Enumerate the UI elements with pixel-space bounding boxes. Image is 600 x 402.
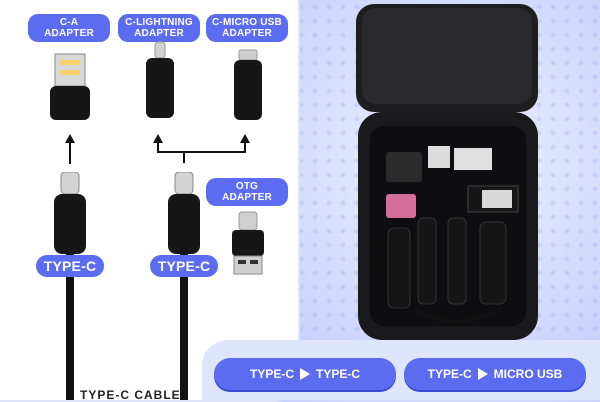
cable-caption: TYPE-C CABLE [80, 388, 181, 402]
arrow-up-icon [240, 134, 250, 143]
connector-line [157, 142, 159, 152]
connector-line [183, 151, 185, 163]
play-arrow-icon [477, 368, 488, 380]
play-arrow-icon [300, 368, 310, 380]
connector-line [244, 142, 246, 152]
type-c-cable-right-image [168, 172, 200, 400]
otg-adapter-label: OTG ADAPTER [206, 178, 288, 206]
lightning-adapter-label: C-LIGHTNING ADAPTER [118, 14, 200, 42]
ca-adapter-label: C-A ADAPTER [28, 14, 110, 42]
arrow-up-icon [153, 134, 163, 143]
connector-line [157, 151, 246, 153]
lightning-adapter-image [146, 41, 174, 118]
micro-usb-adapter-label: C-MICRO USB ADAPTER [206, 14, 288, 42]
arrow-up-icon [65, 134, 75, 143]
storage-case-image [356, 4, 538, 340]
connector-line [69, 142, 71, 164]
type-c-label-left: TYPE-C [36, 255, 104, 277]
adapter-diagram-panel: C-A ADAPTER C-LIGHTNING ADAPTER C-MICRO … [0, 0, 298, 402]
micro-usb-adapter-image [234, 49, 262, 120]
otg-adapter-image [232, 211, 264, 275]
usb-a-adapter-image [50, 53, 90, 120]
typec-to-typec-button[interactable]: TYPE-C TYPE-C [214, 358, 396, 390]
typec-to-micro-usb-button[interactable]: TYPE-C MICRO USB [404, 358, 586, 390]
type-c-label-right: TYPE-C [150, 255, 218, 277]
type-c-cable-left-image [54, 172, 86, 400]
